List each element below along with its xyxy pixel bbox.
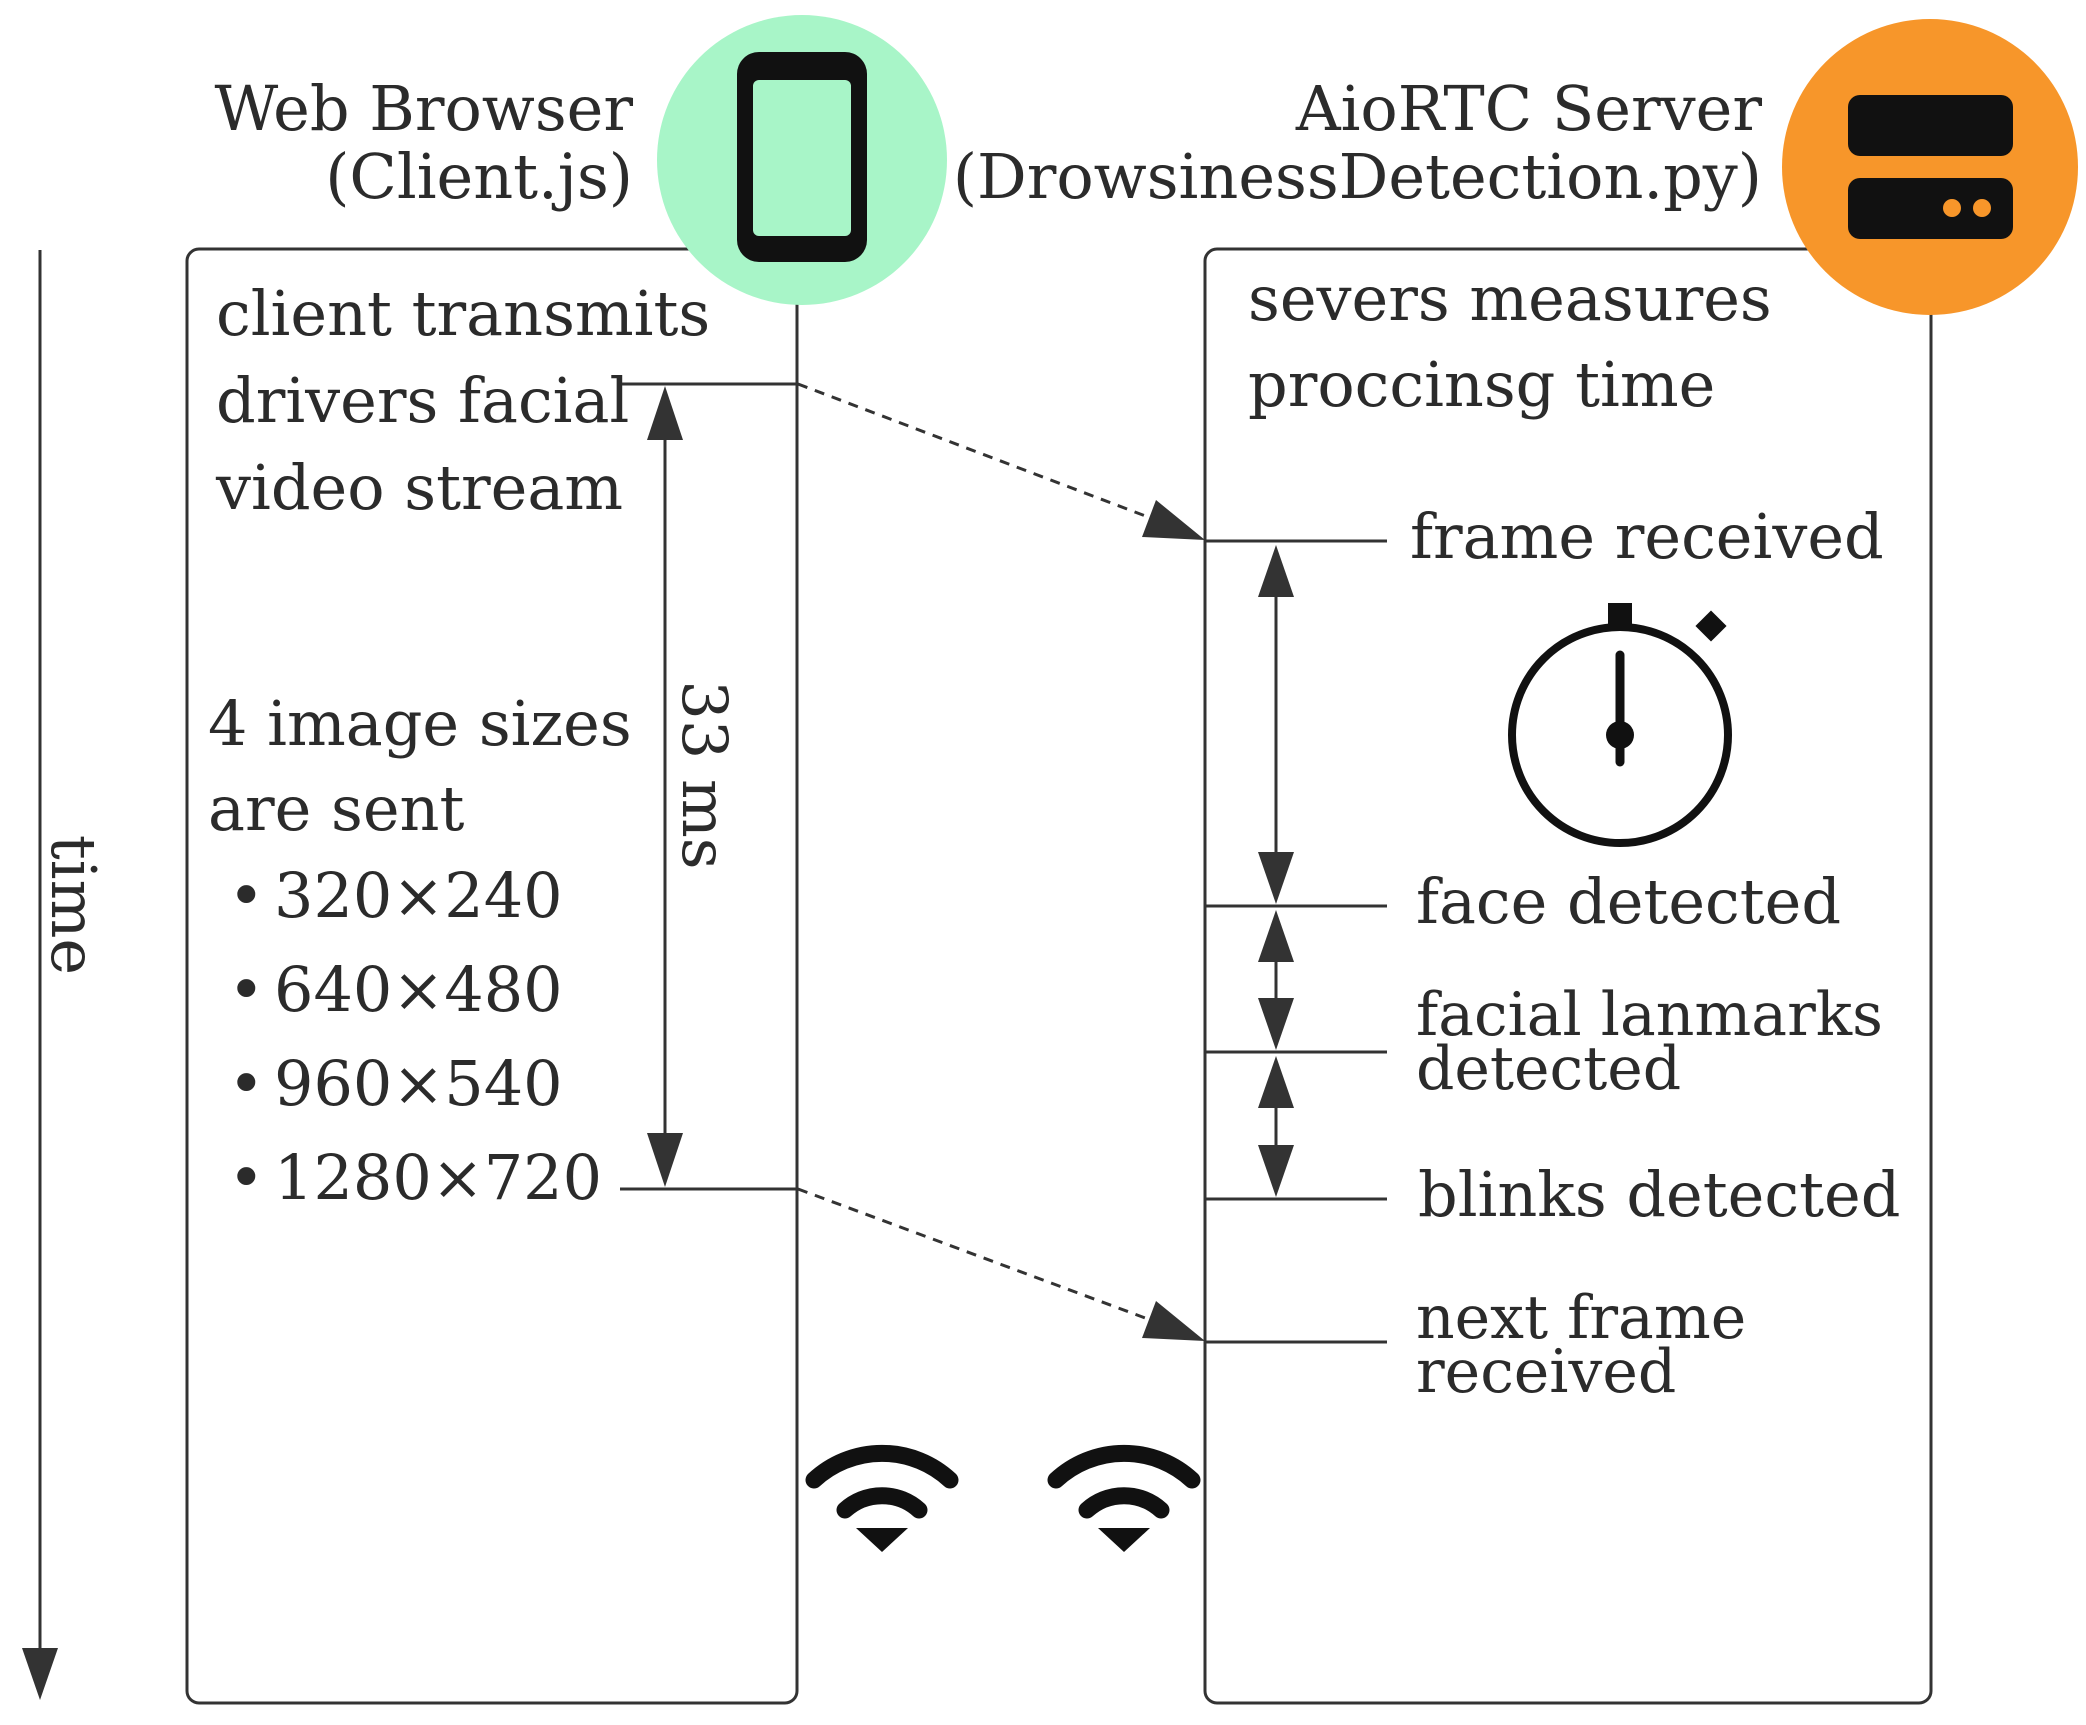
wifi-icon xyxy=(805,1444,959,1552)
server-icon-circle xyxy=(1782,19,2078,315)
interval-arrowhead-down xyxy=(647,1133,683,1187)
list-bullet: • xyxy=(228,859,265,932)
time-axis-label: time xyxy=(37,835,110,975)
next-frame-label-line2: received xyxy=(1416,1337,1676,1407)
face-detected-label: face detected xyxy=(1416,865,1841,938)
landmarks-label-line2: detected xyxy=(1416,1034,1681,1104)
blinks-detected-label: blinks detected xyxy=(1418,1158,1900,1231)
smartphone-icon xyxy=(737,52,867,262)
sizes-heading-line2: are sent xyxy=(208,772,464,845)
client-box xyxy=(185,247,799,1705)
client-desc-line3: video stream xyxy=(215,451,623,524)
arrowhead-down xyxy=(1258,998,1294,1050)
dashed-line xyxy=(797,1187,1157,1324)
time-axis-arrowhead xyxy=(22,1648,58,1700)
list-item: 960×540 xyxy=(274,1047,563,1120)
list-item: 1280×720 xyxy=(274,1141,602,1214)
server-icon-badge xyxy=(1782,19,2078,315)
client-title-line1: Web Browser xyxy=(215,72,634,145)
client-desc-line2: drivers facial xyxy=(216,364,629,437)
arrowhead-up xyxy=(1258,1056,1294,1108)
detection-duration-arrow xyxy=(1258,545,1294,904)
server-box xyxy=(1203,247,1933,1705)
server-icon xyxy=(1848,95,2013,239)
wifi-icon xyxy=(1047,1444,1201,1552)
client-desc-line1: client transmits xyxy=(216,277,710,350)
server-title-line2: (DrowsinessDetection.py) xyxy=(953,140,1762,213)
time-axis: time xyxy=(22,250,110,1700)
frame-received-label: frame received xyxy=(1410,500,1884,573)
list-bullet: • xyxy=(228,1141,265,1214)
landmarks-duration-arrow xyxy=(1258,910,1294,1050)
list-bullet: • xyxy=(228,953,265,1026)
arrowhead-up xyxy=(1258,910,1294,962)
dashed-arrowhead xyxy=(1142,500,1205,540)
sizes-list: • 320×240 • 640×480 • 960×540 • 1280×720 xyxy=(228,859,602,1214)
list-bullet: • xyxy=(228,1047,265,1120)
client-icon-badge xyxy=(657,15,947,305)
dashed-line xyxy=(797,382,1157,522)
arrowhead-down xyxy=(1258,852,1294,904)
interval-arrowhead-up xyxy=(647,386,683,440)
client-panel: Web Browser (Client.js) client transmits… xyxy=(185,72,799,1705)
transmission-arrow-2 xyxy=(797,1187,1205,1341)
arrowhead-down xyxy=(1258,1145,1294,1197)
transmission-arrow-1 xyxy=(797,382,1205,540)
client-title-line2: (Client.js) xyxy=(325,140,633,213)
list-item: 640×480 xyxy=(274,953,563,1026)
landmarks-label-line1: facial lanmarks xyxy=(1416,980,1883,1050)
server-panel: AioRTC Server (DrowsinessDetection.py) s… xyxy=(953,72,1933,1705)
list-item: 320×240 xyxy=(274,859,563,932)
blinks-duration-arrow xyxy=(1258,1056,1294,1197)
server-title-line1: AioRTC Server xyxy=(1295,72,1763,145)
arrowhead-up xyxy=(1258,545,1294,597)
next-frame-label-line1: next frame xyxy=(1416,1283,1746,1353)
dashed-arrowhead xyxy=(1142,1301,1205,1341)
server-desc-line2: proccinsg time xyxy=(1248,348,1715,421)
interval-label: 33 ms xyxy=(668,680,741,869)
server-desc-line1: severs measures xyxy=(1248,262,1772,335)
sizes-heading-line1: 4 image sizes xyxy=(208,687,632,760)
